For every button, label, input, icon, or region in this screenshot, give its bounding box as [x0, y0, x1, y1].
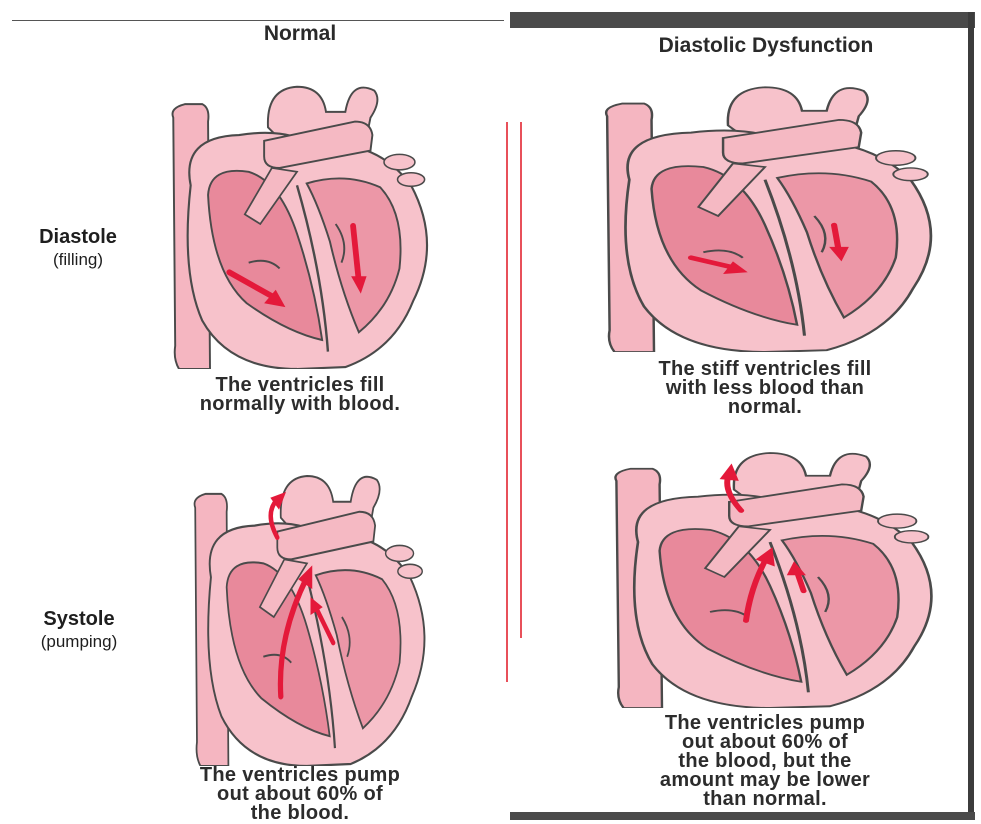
caption-line: than normal.: [570, 790, 960, 809]
panel-bottom-border: [510, 812, 975, 820]
caption-dysfunction-diastole: The stiff ventricles fill with less bloo…: [570, 360, 960, 417]
panel-right-border: [968, 12, 974, 820]
caption-line: normally with blood.: [150, 395, 450, 414]
heart-dysfunction-diastole: [580, 80, 950, 352]
column-divider-1: [506, 122, 508, 682]
caption-dysfunction-systole: The ventricles pump out about 60% of the…: [570, 714, 960, 809]
column-divider-2: [520, 122, 522, 638]
row-label-systole: Systole (pumping): [6, 608, 152, 652]
row-label-systole-title: Systole: [6, 608, 152, 631]
heart-normal-systole: [176, 468, 438, 766]
heart-dysfunction-systole: [590, 446, 950, 708]
column-title-dysfunction: Diastolic Dysfunction: [560, 34, 972, 58]
row-label-diastole-sub: (filling): [8, 250, 148, 270]
row-label-diastole-title: Diastole: [8, 226, 148, 249]
caption-line: normal.: [570, 398, 960, 417]
caption-line: the blood.: [150, 804, 450, 823]
top-rule: [12, 20, 504, 21]
caption-normal-systole: The ventricles pump out about 60% of the…: [150, 766, 450, 823]
panel-top-border: [510, 12, 975, 28]
column-title-normal: Normal: [210, 22, 390, 46]
caption-normal-diastole: The ventricles fill normally with blood.: [150, 376, 450, 414]
row-label-systole-sub: (pumping): [6, 632, 152, 652]
heart-normal-diastole: [152, 76, 442, 372]
row-label-diastole: Diastole (filling): [8, 226, 148, 270]
